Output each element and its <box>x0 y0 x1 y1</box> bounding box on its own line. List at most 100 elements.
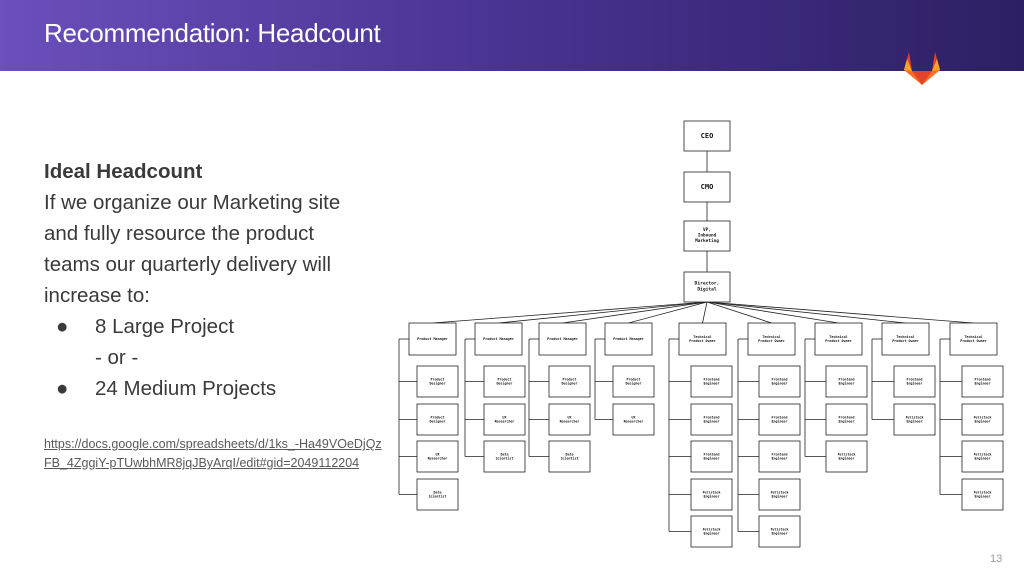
node-label: Researcher <box>428 457 448 461</box>
node-label: Scientist <box>429 495 447 499</box>
node-box <box>683 271 731 303</box>
node-box <box>416 403 459 436</box>
node-box <box>893 365 936 398</box>
node-label: Product Manager <box>417 337 448 341</box>
node-label: Engineer <box>839 382 855 386</box>
node-box <box>416 440 459 473</box>
node-box <box>690 515 733 548</box>
node-box <box>416 365 459 398</box>
bullet-text: 8 Large Project <box>95 315 235 338</box>
node-label: Fullstack <box>703 490 721 494</box>
paragraph-line: and fully resource the product <box>44 222 315 245</box>
node-box <box>961 440 1004 473</box>
node-label: UX <box>632 415 636 419</box>
node-box <box>690 478 733 511</box>
node-label: Engineer <box>907 420 923 424</box>
connector-line <box>498 301 708 324</box>
slide-body: Ideal Headcount If we organize our Marke… <box>44 156 374 404</box>
connector-line <box>706 301 772 324</box>
column-head-node: Product Manager <box>408 322 457 356</box>
node-label: CEO <box>701 132 714 140</box>
node-label: Inbound <box>698 233 717 239</box>
node-box <box>474 322 523 356</box>
node-label: Fullstack <box>974 490 992 494</box>
node-label: Product Manager <box>483 337 514 341</box>
connector-line <box>706 301 974 324</box>
paragraph-line: increase to: <box>44 284 150 307</box>
node-label: Designer <box>430 420 446 424</box>
node-box <box>814 322 863 356</box>
node-box <box>678 322 727 356</box>
bullet-dot-icon: ● <box>56 315 69 338</box>
node-box <box>483 403 526 436</box>
node-label: Fullstack <box>906 415 924 419</box>
node-box <box>758 478 801 511</box>
node-label: Researcher <box>624 420 644 424</box>
spreadsheet-link[interactable]: https://docs.google.com/spreadsheets/d/1… <box>44 437 382 470</box>
node-box <box>604 322 653 356</box>
node-label: Data <box>434 490 442 494</box>
node-label: Engineer <box>772 495 788 499</box>
node-label: Product Owner <box>825 339 852 343</box>
node-label: Technical <box>964 335 982 339</box>
bullet-text: 24 Medium Projects <box>95 377 277 400</box>
bullet-separator: - or - <box>95 346 139 369</box>
connector-line <box>706 301 906 324</box>
node-box <box>893 403 936 436</box>
node-label: Frontend <box>704 452 720 456</box>
node-label: Engineer <box>704 420 720 424</box>
node-label: Designer <box>626 382 642 386</box>
node-box <box>825 403 868 436</box>
node-label: Engineer <box>975 495 991 499</box>
slide-title: Recommendation: Headcount <box>44 18 381 48</box>
node-label: Data <box>566 452 574 456</box>
node-label: Engineer <box>704 457 720 461</box>
node-label: UX <box>436 452 440 456</box>
node-box <box>690 403 733 436</box>
node-label: Scientist <box>561 457 579 461</box>
node-box <box>548 440 591 473</box>
node-box <box>548 403 591 436</box>
node-label: Product Owner <box>689 339 716 343</box>
node-label: Frontend <box>839 415 855 419</box>
node-label: Product Manager <box>613 337 644 341</box>
node-label: Engineer <box>839 457 855 461</box>
node-label: CMO <box>701 183 714 191</box>
node-label: Engineer <box>907 382 923 386</box>
bullet-item: ● 24 Medium Projects <box>44 373 374 404</box>
node-label: Product Owner <box>960 339 987 343</box>
node-label: Designer <box>562 382 578 386</box>
connector-line <box>706 301 839 324</box>
node-label: Engineer <box>704 495 720 499</box>
paragraph-line: teams our quarterly delivery will <box>44 253 332 276</box>
node-label: Frontend <box>839 377 855 381</box>
node-label: Product <box>431 415 445 419</box>
org-node-0: CEO <box>683 120 731 152</box>
org-node-1: CMO <box>683 171 731 203</box>
column-head-node: Product Manager <box>538 322 587 356</box>
node-box <box>612 365 655 398</box>
gitlab-logo <box>904 52 940 85</box>
node-box <box>416 478 459 511</box>
node-box <box>758 365 801 398</box>
connector-line <box>432 301 708 324</box>
node-label: Fullstack <box>703 527 721 531</box>
